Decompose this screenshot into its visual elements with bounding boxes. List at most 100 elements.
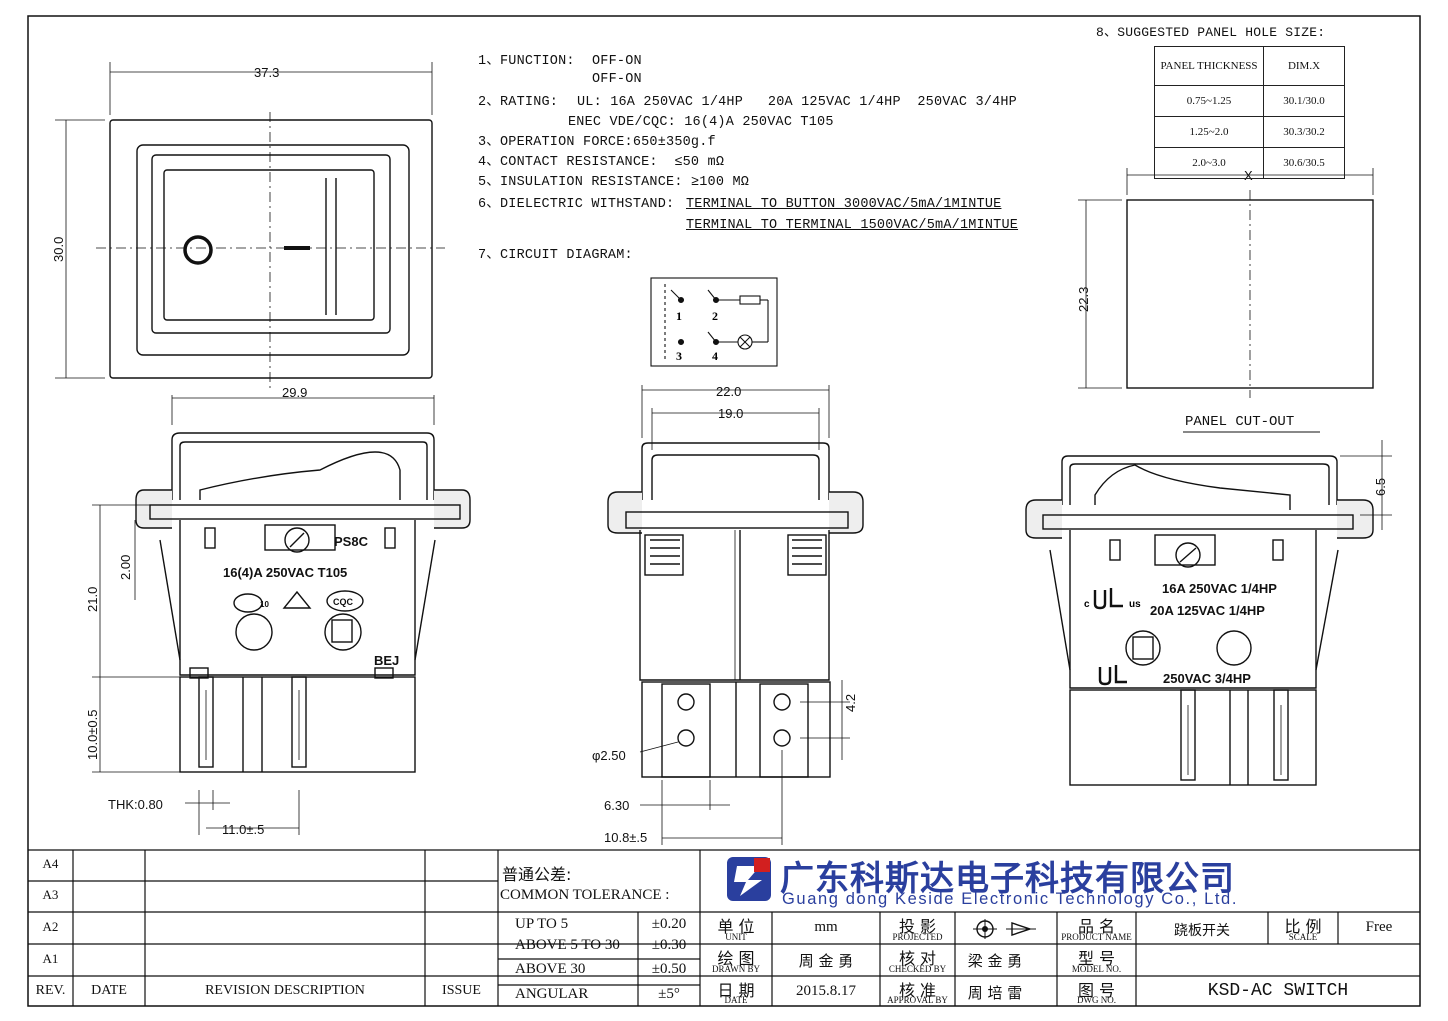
terminal-1: 1 <box>676 309 682 323</box>
rev-a2: A2 <box>42 919 59 934</box>
product-name-cn: 品 名 <box>1077 917 1116 936</box>
circuit-diagram <box>650 277 778 367</box>
terminal-3: 3 <box>676 349 682 363</box>
spec-operation-force: 3、OPERATION FORCE:650±350g.f <box>478 135 716 150</box>
drawing-border <box>27 15 1421 1007</box>
spec-insulation-resistance: 5、INSULATION RESISTANCE: ≥100 MΩ <box>478 175 750 190</box>
thickness-cell: 1.25~2.0 <box>1154 116 1264 148</box>
marking-model: PS8C <box>334 534 369 549</box>
rev-a4: A4 <box>42 856 59 871</box>
tol-range-2: ABOVE 5 TO 30 <box>515 937 620 953</box>
thickness-cell: 0.75~1.25 <box>1154 85 1264 117</box>
panel-thickness-header: PANEL THICKNESS <box>1154 46 1264 86</box>
dim-top-height: 30.0 <box>51 237 66 262</box>
dim-front-outer: 22.0 <box>716 384 741 399</box>
spec-rating-label: 2、RATING: <box>478 95 559 110</box>
unit-en: UNIT <box>725 932 747 942</box>
checked-by-value: 梁 金 勇 <box>967 952 1023 970</box>
dim-x-header: DIM.X <box>1263 46 1345 86</box>
thickness-cell: 2.0~3.0 <box>1154 147 1264 179</box>
marking-right-rating3: 250VAC 3/4HP <box>1163 671 1251 686</box>
product-name-value: 跷板开关 <box>1174 923 1230 939</box>
left-side-view <box>92 395 471 835</box>
product-name-en: PRODUCT NAME <box>1061 932 1132 942</box>
scale-cn: 比 例 <box>1284 917 1322 936</box>
tol-range-4: ANGULAR <box>515 986 589 1002</box>
dim-tab-pitch: 10.8±.5 <box>604 830 647 845</box>
spec-rating-line2: ENEC VDE/CQC: 16(4)A 250VAC T105 <box>568 115 834 130</box>
top-view <box>55 62 445 390</box>
projected-en: PROJECTED <box>892 932 943 942</box>
right-side-view <box>1025 440 1392 786</box>
spec-circuit-label: 7、CIRCUIT DIAGRAM: <box>478 248 633 263</box>
spec-function-line1: OFF-ON <box>592 54 642 69</box>
marking-right-rating2: 20A 125VAC 1/4HP <box>1150 603 1265 618</box>
tol-value-3: ±0.50 <box>651 961 687 977</box>
drawn-by-value: 周 金 勇 <box>798 952 854 970</box>
checked-by-en: CHECKED BY <box>888 964 947 974</box>
company-name-en: Guang dong Keside Electronic Technology … <box>782 890 1239 908</box>
title-block-grid <box>28 849 1420 1006</box>
drawn-by-cn: 绘 图 <box>717 949 755 968</box>
spec-dielectric-label: 6、DIELECTRIC WITHSTAND: <box>478 197 675 212</box>
marking-code: BEJ <box>374 653 399 668</box>
marking-c: c <box>1084 599 1090 610</box>
checked-by-cn: 核 对 <box>898 949 937 968</box>
panel-cutout <box>1078 168 1374 433</box>
tol-value-4: ±5° <box>658 986 680 1002</box>
tolerance-en: COMMON TOLERANCE : <box>500 887 670 903</box>
approval-by-cn: 核 准 <box>898 981 937 1000</box>
rev-a3: A3 <box>42 887 59 902</box>
date-header: DATE <box>91 983 127 998</box>
approval-by-en: APPROVAL BY <box>887 995 948 1005</box>
tolerance-cn: 普通公差: <box>502 865 572 884</box>
dim-cutout-height: 22.3 <box>1076 287 1091 312</box>
dwg-no-cn: 图 号 <box>1077 981 1116 1000</box>
panel-hole-title: 8、SUGGESTED PANEL HOLE SIZE: <box>1096 25 1326 40</box>
dim-hole-dia: φ2.50 <box>592 748 626 763</box>
marking-cqc: CQC <box>333 597 354 607</box>
spec-dielectric-line2: TERMINAL TO TERMINAL 1500VAC/5mA/1MINTUE <box>686 218 1019 233</box>
marking-right-rating1: 16A 250VAC 1/4HP <box>1162 581 1277 596</box>
spec-dielectric-line1: TERMINAL TO BUTTON 3000VAC/5mA/1MINTUE <box>686 197 1002 212</box>
off-symbol <box>183 235 213 265</box>
model-no-en: MODEL NO. <box>1071 964 1122 974</box>
company-logo-icon <box>727 857 771 901</box>
scale-value: Free <box>1365 919 1393 935</box>
spec-rating-line1: UL: 16A 250VAC 1/4HP 20A 125VAC 1/4HP 25… <box>577 95 1017 110</box>
dim-thickness: THK:0.80 <box>108 797 163 812</box>
marking-enec: 10 <box>260 600 269 609</box>
terminal-2: 2 <box>712 309 718 323</box>
spec-function: 1、FUNCTION: <box>478 54 575 69</box>
projection-symbol-icon <box>973 919 1036 939</box>
scale-en: SCALE <box>1288 932 1318 942</box>
drawn-by-en: DRAWN BY <box>711 964 761 974</box>
dim-side-height: 21.0 <box>85 587 100 612</box>
dim-terminal-length: 10.0±0.5 <box>85 709 100 760</box>
terminal-4: 4 <box>712 349 718 363</box>
marking-us: us <box>1129 599 1141 610</box>
tol-value-2: ±0.30 <box>651 937 687 953</box>
front-view <box>607 385 864 845</box>
issue-header: ISSUE <box>442 983 481 998</box>
date-en: DATE <box>724 995 748 1005</box>
dim-tab-width: 6.30 <box>604 798 629 813</box>
dim-cell: 30.3/30.2 <box>1263 116 1345 148</box>
dim-pitch-left: 11.0±.5 <box>222 822 264 837</box>
rev-header: REV. <box>35 983 66 998</box>
company-name-cn: 广东科斯达电子科技有限公司 <box>780 859 1235 899</box>
ul-logo-icon <box>1093 588 1127 686</box>
spec-contact-resistance: 4、CONTACT RESISTANCE: ≤50 mΩ <box>478 155 725 170</box>
tol-range-3: ABOVE 30 <box>515 961 586 977</box>
unit-value: mm <box>814 919 838 935</box>
dim-front-inner: 19.0 <box>718 406 743 421</box>
dim-right-step: 6.5 <box>1373 478 1388 496</box>
dwg-no-value: KSD-AC SWITCH <box>1207 981 1349 1001</box>
rev-a1: A1 <box>42 951 59 966</box>
dim-cell: 30.6/30.5 <box>1263 147 1345 179</box>
tol-value-1: ±0.20 <box>651 916 687 932</box>
projected-cn: 投 影 <box>898 917 937 936</box>
unit-cn: 单 位 <box>717 917 755 936</box>
dim-side-small: 2.00 <box>118 555 133 580</box>
